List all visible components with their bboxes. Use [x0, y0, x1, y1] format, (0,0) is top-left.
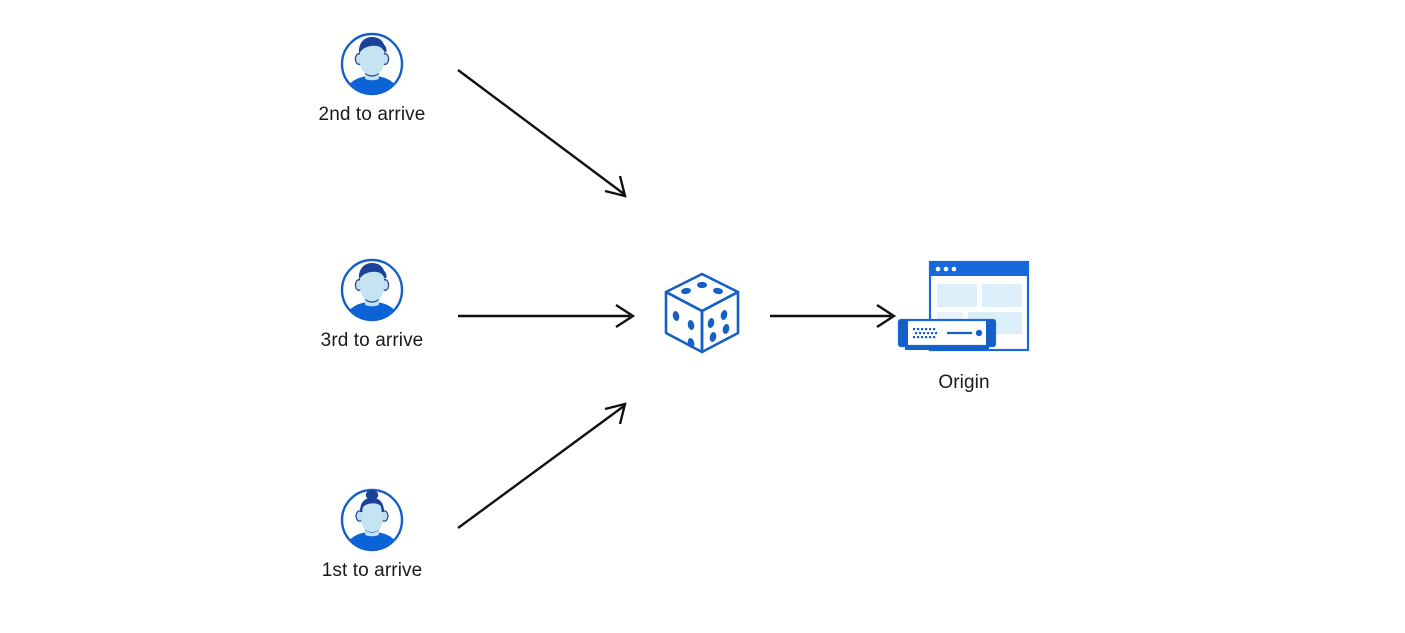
node-visitor-2nd[interactable]: 2nd to arrive	[319, 31, 425, 125]
server-appliance-icon	[897, 318, 997, 350]
node-label-origin: Origin	[938, 372, 990, 393]
node-origin[interactable]: Origin	[896, 259, 1032, 393]
user-avatar-icon	[340, 32, 404, 96]
origin-server-icon	[897, 260, 1030, 352]
node-randomizer[interactable]	[661, 271, 743, 363]
arrow-visitor-2nd-to-randomizer	[457, 69, 627, 198]
user-avatar-icon	[340, 488, 404, 552]
arrow-visitor-3rd-to-randomizer	[458, 303, 636, 329]
node-visitor-1st[interactable]: 1st to arrive	[322, 487, 422, 581]
user-avatar-icon	[340, 258, 404, 322]
node-visitor-3rd[interactable]: 3rd to arrive	[321, 257, 423, 351]
dice-icon	[664, 272, 740, 354]
arrow-randomizer-to-origin	[770, 303, 897, 329]
arrow-visitor-1st-to-randomizer	[457, 402, 627, 529]
node-label-visitor-2nd: 2nd to arrive	[318, 104, 426, 125]
node-label-visitor-3rd: 3rd to arrive	[320, 330, 424, 351]
node-label-visitor-1st: 1st to arrive	[321, 560, 423, 581]
